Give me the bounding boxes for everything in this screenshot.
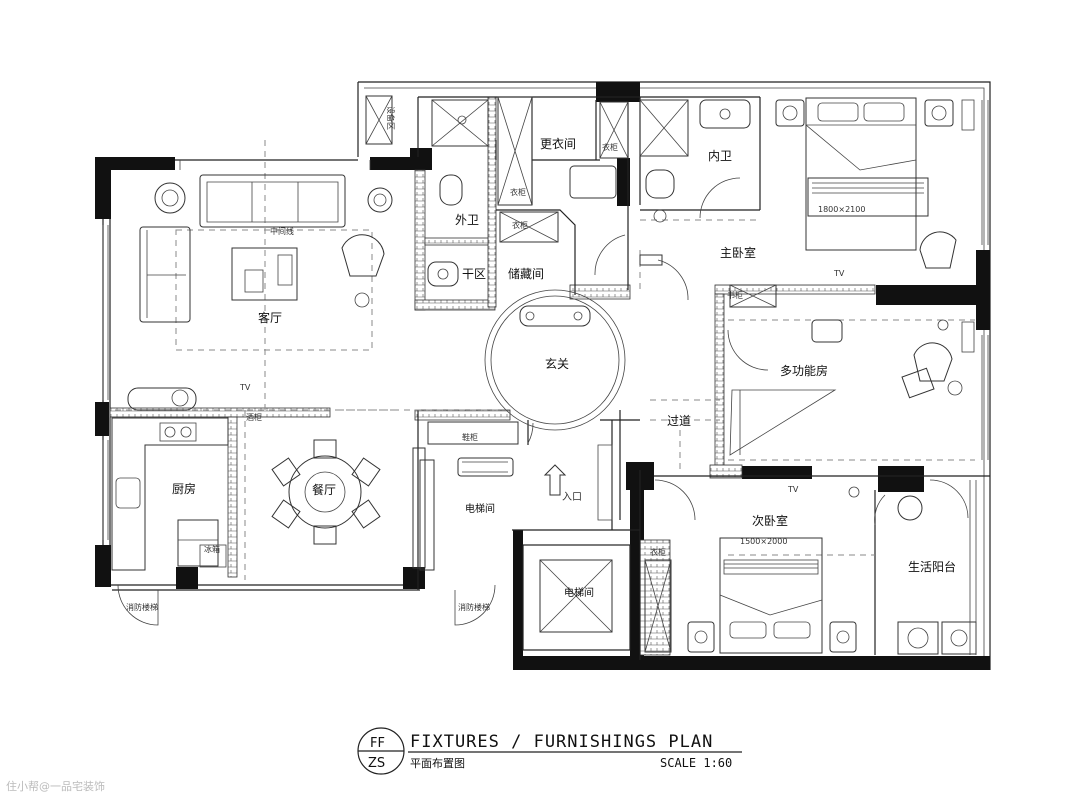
plan-subtitle: 平面布置图 — [410, 757, 465, 770]
watermark: 住小帮@一品宅装饰 — [6, 779, 105, 793]
outer-outline — [102, 81, 991, 670]
balcony-fixtures — [897, 480, 977, 655]
note-tv-master: TV — [833, 269, 845, 278]
note-fire-stair-left: 消防楼梯 — [126, 602, 158, 612]
door-swings — [117, 177, 969, 626]
bathroom-fixtures — [427, 99, 751, 287]
second-bedroom-furniture — [644, 486, 860, 654]
note-wardrobe-2: 衣柜 — [510, 187, 526, 197]
note-entrance: 入口 — [562, 492, 582, 503]
kitchen-fixtures — [111, 417, 229, 571]
storage-fixtures — [497, 96, 629, 243]
label-master-bath: 内卫 — [708, 149, 732, 163]
label-dry-area: 干区 — [462, 267, 486, 281]
label-elevator-hall: 电梯间 — [465, 502, 495, 515]
plan-scale: SCALE 1:60 — [660, 756, 732, 770]
plan-title: FIXTURES / FURNISHINGS PLAN — [410, 732, 713, 752]
windows — [102, 95, 989, 540]
foyer-fixtures — [484, 289, 626, 530]
room-labels: 客厅 厨房 餐厅 玄关 过道 主卧室 多功能房 次卧室 生活阳台 外卫 干区 储… — [172, 136, 956, 599]
note-wine-cabinet: 酒柜 — [246, 412, 262, 422]
note-fridge: 冰箱 — [204, 544, 220, 554]
note-fire-stair-right: 消防楼梯 — [458, 602, 490, 612]
multi-room-furniture — [729, 284, 975, 456]
elevator-fixtures — [419, 421, 631, 651]
label-guest-bath: 外卫 — [455, 213, 479, 227]
note-shelf: 书柜 — [727, 290, 743, 300]
title-badge-bottom: ZS — [368, 756, 385, 771]
label-living-room: 客厅 — [258, 310, 282, 325]
label-second-bedroom: 次卧室 — [752, 513, 788, 528]
note-wardrobe-3: 衣柜 — [650, 547, 666, 557]
label-dining: 餐厅 — [312, 482, 336, 497]
title-badge-top: FF — [370, 736, 385, 751]
label-elevator-shaft: 电梯间 — [564, 586, 594, 599]
partition-walls — [109, 96, 876, 656]
master-bedroom-furniture — [639, 97, 975, 269]
label-storage: 储藏间 — [508, 266, 544, 281]
living-room-furniture — [127, 174, 393, 411]
note-wardrobe-1: 衣柜 — [602, 142, 618, 152]
dining-furniture — [271, 439, 426, 569]
note-shoe-cabinet: 鞋柜 — [462, 432, 478, 442]
label-balcony: 生活阳台 — [908, 559, 956, 574]
label-kitchen: 厨房 — [172, 481, 196, 496]
note-equipment-area: 设备区 — [386, 106, 396, 130]
interior-walls — [417, 96, 990, 660]
label-master-bedroom: 主卧室 — [720, 245, 756, 260]
note-bed-size: 1800×2100 — [818, 205, 865, 214]
note-tv-second: TV — [787, 485, 799, 494]
label-dressing: 更衣间 — [540, 136, 576, 151]
title-block: FF ZS FIXTURES / FURNISHINGS PLAN 平面布置图 … — [357, 727, 742, 775]
structural-walls — [95, 82, 990, 670]
note-wardrobe-4: 衣柜 — [512, 220, 528, 230]
label-foyer: 玄关 — [545, 356, 569, 371]
annotations: 设备区 中间线 TV TV TV 入口 消防楼梯 消防楼梯 衣柜 衣柜 衣柜 衣… — [126, 106, 865, 612]
note-bed-size-2: 1500×2000 — [740, 537, 787, 546]
note-tv-living: TV — [239, 383, 251, 392]
label-corridor: 过道 — [667, 414, 691, 428]
label-multi-room: 多功能房 — [780, 363, 828, 378]
note-center-line: 中间线 — [270, 226, 294, 236]
